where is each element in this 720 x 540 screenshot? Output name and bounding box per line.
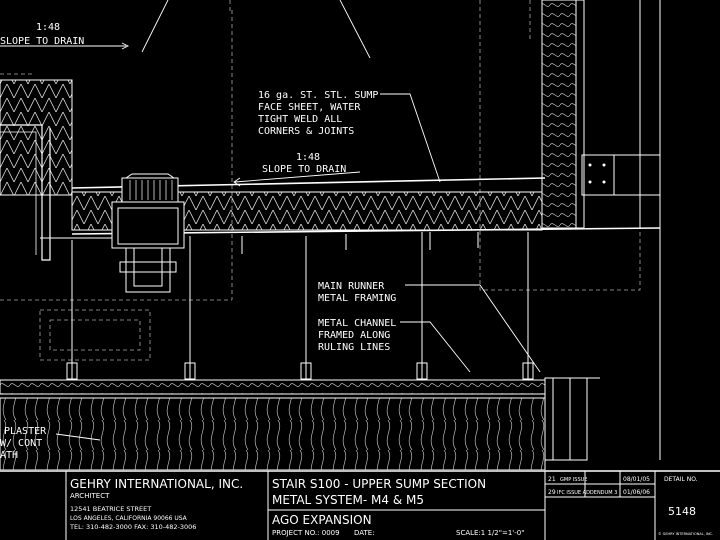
detail-label: DETAIL NO. bbox=[664, 476, 698, 483]
sump-note-line3: TIGHT WELD ALL bbox=[258, 114, 342, 125]
project-name: AGO EXPANSION bbox=[272, 513, 372, 527]
plaster-note-line2: W/ CONT bbox=[0, 438, 42, 449]
project-number: PROJECT NO.: 0009 bbox=[272, 529, 340, 537]
title-block: GEHRY INTERNATIONAL, INC. ARCHITECT 1254… bbox=[0, 470, 720, 540]
issue-2-date: 01/06/06 bbox=[623, 489, 650, 496]
right-wall bbox=[541, 0, 661, 460]
floor-drain bbox=[111, 173, 185, 293]
channel-note-line3: RULING LINES bbox=[318, 342, 390, 353]
date-label: DATE: bbox=[354, 529, 375, 537]
firm-address2: LOS ANGELES, CALIFORNIA 90066 USA bbox=[70, 515, 188, 522]
sump-note-line2: FACE SHEET, WATER bbox=[258, 102, 361, 113]
slope-text-mid: SLOPE TO DRAIN bbox=[262, 164, 346, 175]
issue-1-desc: GMP ISSUE bbox=[560, 477, 587, 483]
sump-note-line4: CORNERS & JOINTS bbox=[258, 126, 354, 137]
lower-assembly bbox=[0, 377, 600, 471]
sump-note-line1: 16 ga. ST. STL. SUMP bbox=[258, 90, 378, 101]
sheet-title-line2: METAL SYSTEM- M4 & M5 bbox=[272, 493, 424, 507]
slope-text-top: SLOPE TO DRAIN bbox=[0, 36, 84, 47]
slope-ratio-top: 1:48 bbox=[36, 22, 60, 33]
firm-role: ARCHITECT bbox=[70, 492, 110, 500]
firm-name: GEHRY INTERNATIONAL, INC. bbox=[70, 477, 243, 491]
sheet-title-line1: STAIR S100 - UPPER SUMP SECTION bbox=[272, 477, 486, 491]
channel-note-line1: METAL CHANNEL bbox=[318, 318, 396, 329]
scale-label: SCALE:1 1/2"=1'-0" bbox=[456, 529, 524, 537]
issue-1-number: 21 bbox=[548, 476, 556, 483]
framing-posts bbox=[66, 232, 534, 380]
detail-number: 5148 bbox=[668, 505, 696, 518]
firm-phone: TEL: 310-482-3000 FAX: 310-482-3006 bbox=[69, 523, 196, 531]
plaster-note-line1: PLASTER bbox=[4, 426, 47, 437]
copyright: © GEHRY INTERNATIONAL, INC. bbox=[658, 532, 713, 536]
issue-1-date: 08/01/05 bbox=[623, 476, 650, 483]
runner-note-line2: METAL FRAMING bbox=[318, 293, 396, 304]
issue-2-desc: IFC ISSUE ADDENDUM 3 bbox=[557, 490, 617, 496]
issue-2-number: 29 bbox=[548, 489, 556, 496]
left-insulated-box bbox=[0, 79, 73, 261]
runner-note-line1: MAIN RUNNER bbox=[318, 281, 385, 292]
slope-ratio-mid: 1:48 bbox=[296, 152, 320, 163]
firm-address1: 12541 BEATRICE STREET bbox=[70, 505, 151, 513]
channel-note-line2: FRAMED ALONG bbox=[318, 330, 390, 341]
leader-lines bbox=[0, 0, 541, 441]
plaster-note-line3: ATH bbox=[0, 450, 18, 461]
